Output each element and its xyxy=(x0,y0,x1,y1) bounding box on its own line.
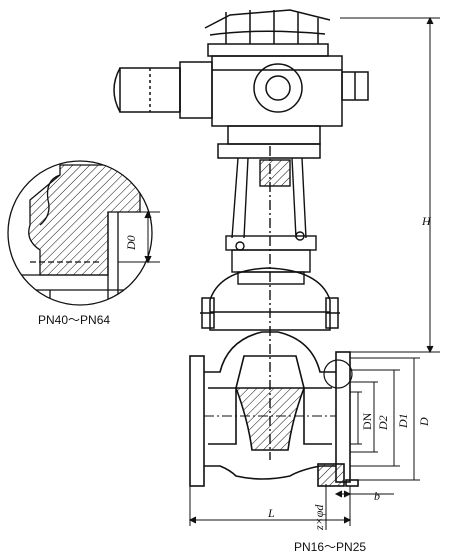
dim-d2-label: D2 xyxy=(376,415,390,430)
detail-circle xyxy=(7,160,160,306)
dim-d0-label: D0 xyxy=(124,235,138,250)
dim-b-label: b xyxy=(374,489,380,503)
dim-bolts-label: z×φd xyxy=(312,504,326,530)
actuator xyxy=(113,9,369,159)
bonnet xyxy=(200,267,340,331)
dim-h-label: H xyxy=(422,214,431,228)
dim-d1-label: D1 xyxy=(396,413,410,428)
valve-body xyxy=(189,331,359,487)
dim-dn-label: DN xyxy=(360,412,374,430)
dim-d-label: D xyxy=(417,417,431,426)
dim-l-label: L xyxy=(268,506,275,520)
main-caption: PN16～PN25 xyxy=(294,540,367,554)
dimension-lines xyxy=(188,16,440,530)
detail-caption: PN40～PN64 xyxy=(38,313,111,327)
